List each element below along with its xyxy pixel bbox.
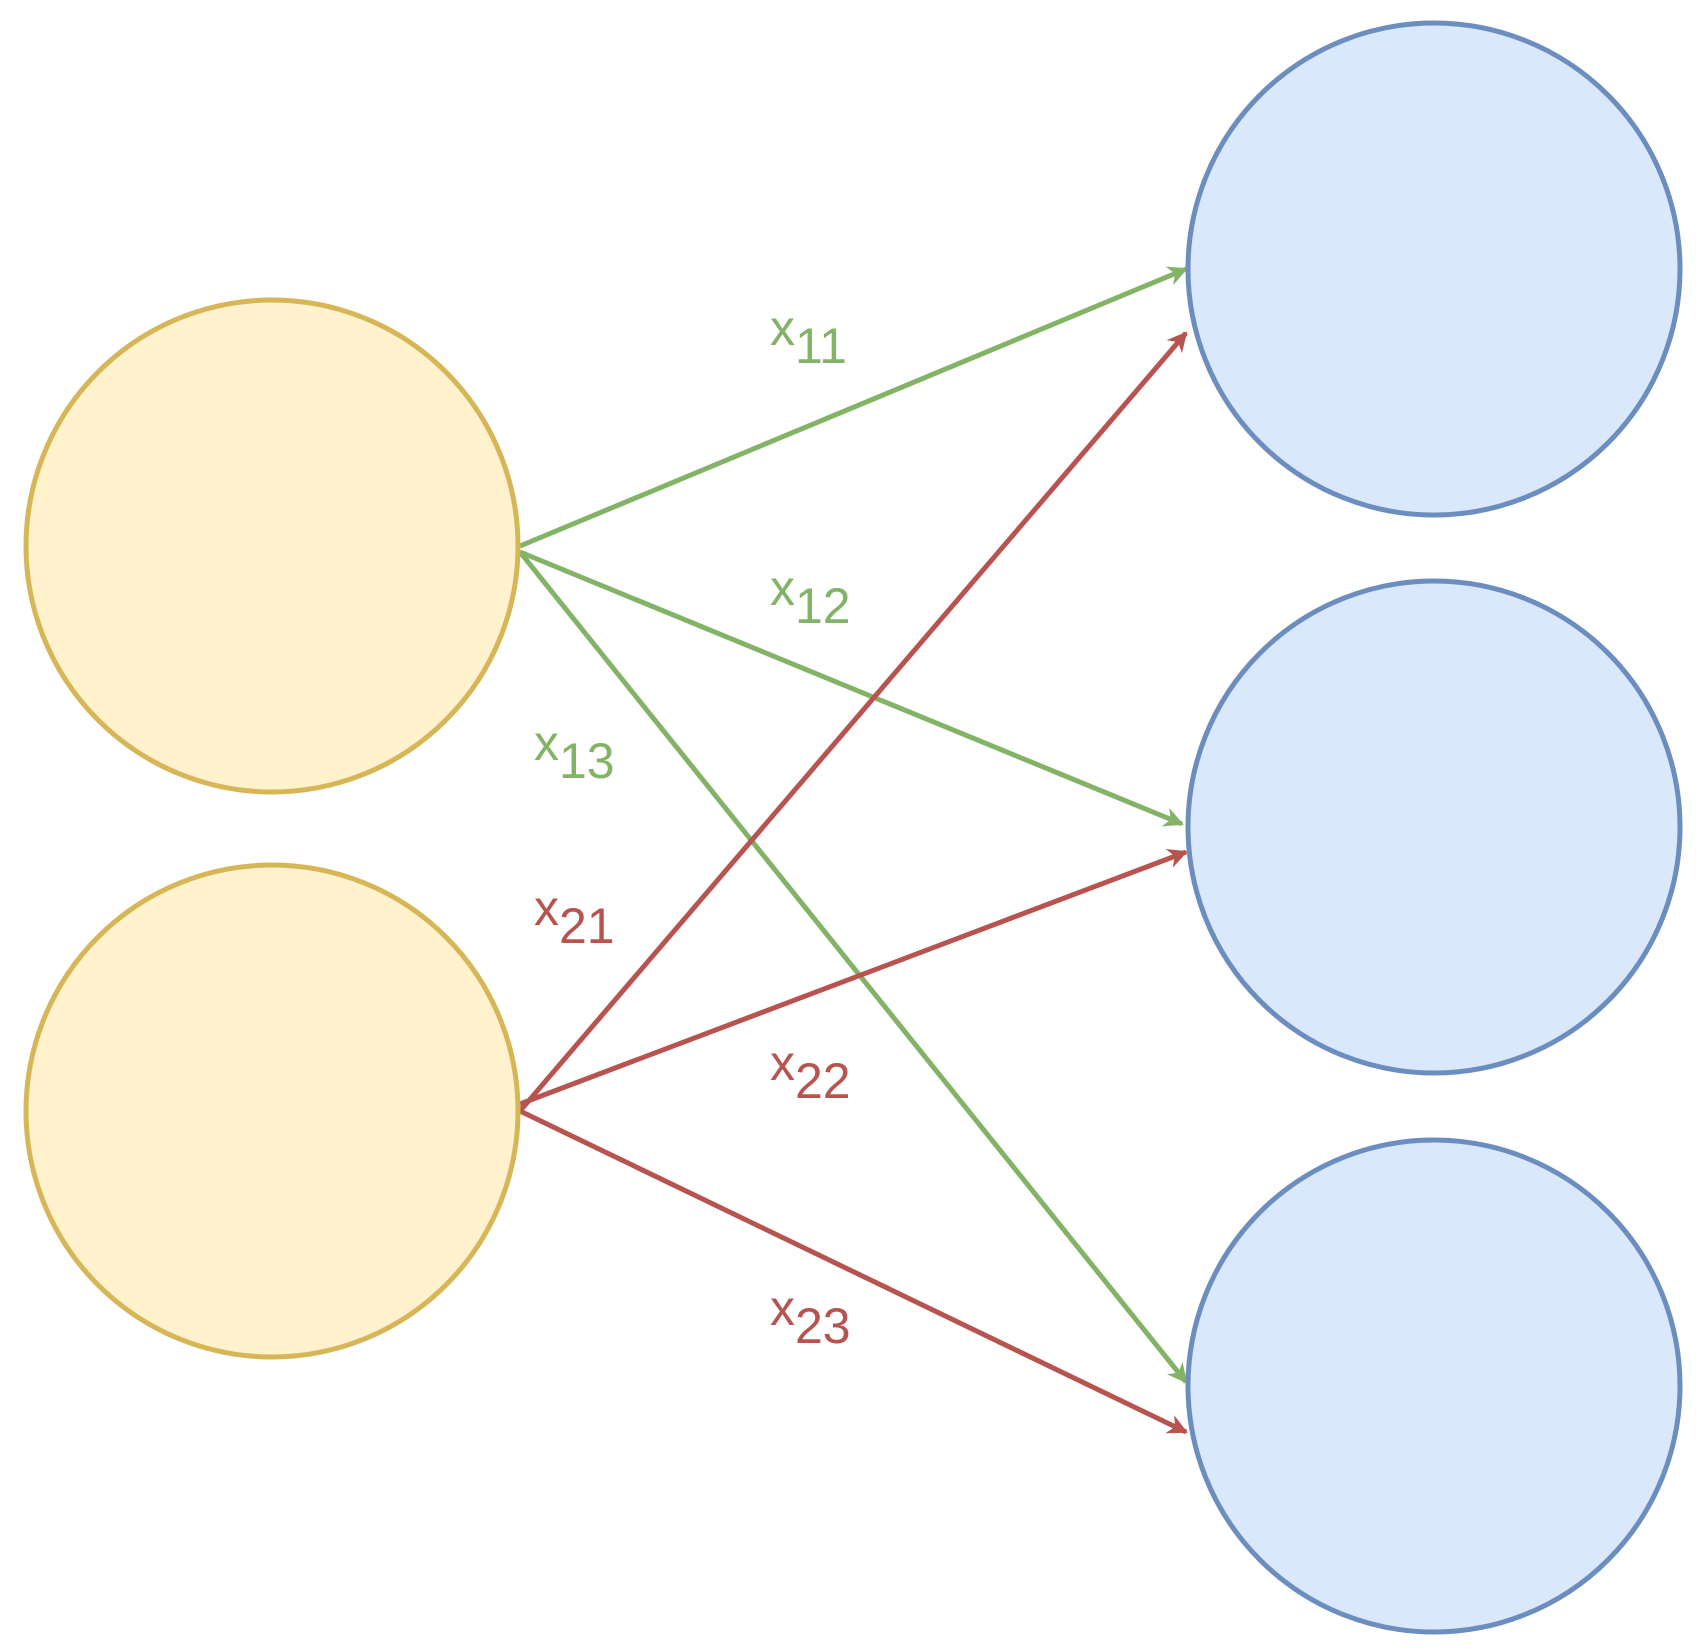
edge-label-subscript: 22	[795, 1053, 851, 1109]
edge-label-base: x	[770, 1280, 795, 1336]
target-node-t3	[1185, 1137, 1683, 1635]
edge-s2-t1	[518, 331, 1188, 1113]
edge-s1-t1	[519, 266, 1188, 549]
edge-label-base: x	[534, 715, 559, 771]
source-node-s2	[23, 862, 521, 1360]
edge-label-base: x	[770, 1035, 795, 1091]
edge-label-s2-t3: x23	[770, 1280, 851, 1354]
edge-label-s1-t2: x12	[770, 560, 851, 634]
target-node-t2	[1185, 578, 1683, 1076]
edge-label-subscript: 11	[795, 318, 847, 374]
source-node-s1	[23, 297, 521, 795]
edge-label-s1-t1: x11	[770, 300, 847, 374]
edge-label-subscript: 12	[795, 578, 851, 634]
edges-layer	[518, 266, 1188, 1435]
edge-s1-t2	[519, 549, 1184, 827]
edge-s1-t3	[518, 550, 1188, 1384]
edge-s2-t2	[519, 849, 1188, 1107]
edge-label-subscript: 21	[559, 898, 615, 954]
edge-label-s1-t3: x13	[534, 715, 615, 789]
nodes-layer	[23, 20, 1683, 1635]
edge-label-subscript: 23	[795, 1298, 851, 1354]
edge-label-base: x	[770, 560, 795, 616]
edge-label-s2-t2: x22	[770, 1035, 851, 1109]
edge-label-base: x	[534, 880, 559, 936]
edge-label-s2-t1: x21	[534, 880, 615, 954]
edge-label-base: x	[770, 300, 795, 356]
edge-s2-t3	[518, 1108, 1188, 1435]
target-node-t1	[1185, 20, 1683, 518]
edge-label-subscript: 13	[559, 733, 615, 789]
